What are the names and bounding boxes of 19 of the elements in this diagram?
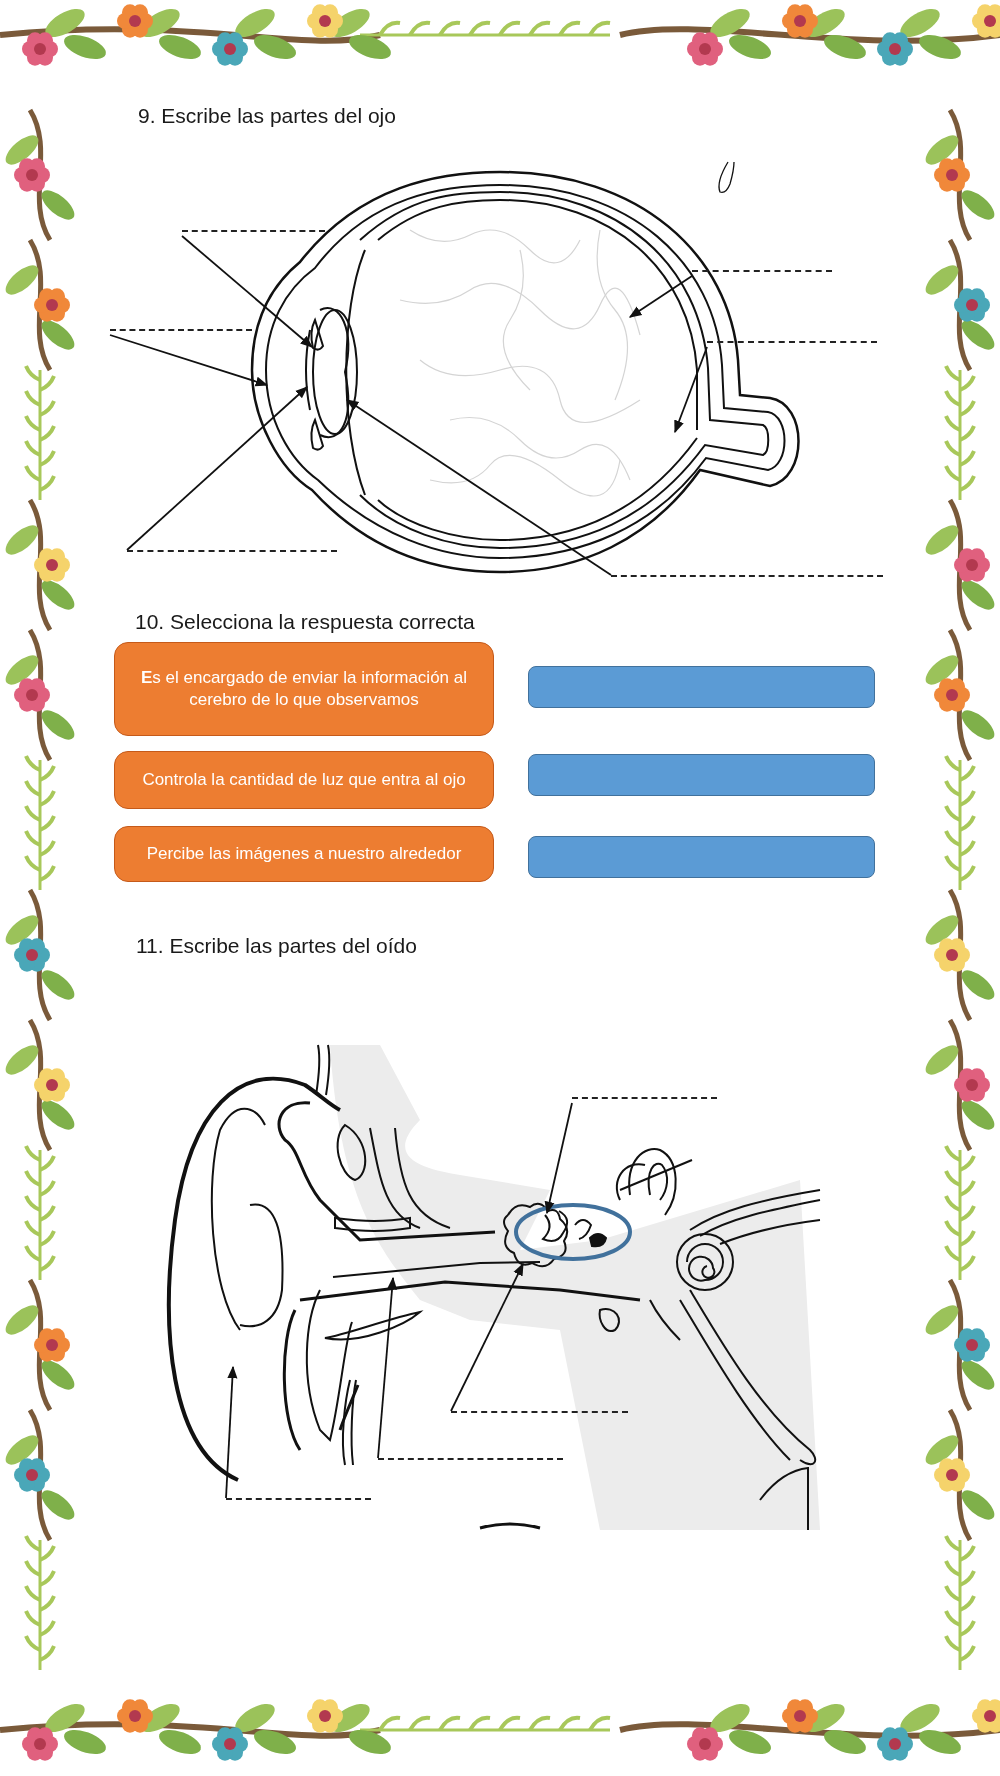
leader-arrow — [544, 1102, 573, 1215]
answer-box — [528, 836, 875, 878]
answer-box — [528, 754, 875, 796]
leader-arrow — [450, 1262, 524, 1412]
statement-card: Controla la cantidad de luz que entra al ojo — [114, 751, 494, 809]
leader-arrow — [377, 1276, 398, 1459]
leader-arrow — [181, 235, 313, 348]
section-heading: 9. Escribe las partes del ojo — [138, 103, 396, 129]
leader-arrow — [126, 386, 308, 551]
section-heading: 11. Escribe las partes del oído — [136, 933, 417, 959]
section-heading: 10. Selecciona la respuesta correcta — [135, 609, 475, 635]
answer-box — [528, 666, 875, 708]
statement-card: Es el encargado de enviar la información al cerebro de lo que observamos — [114, 642, 494, 736]
leader-arrow — [628, 275, 693, 318]
leader-arrow — [109, 334, 269, 387]
leader-arrow — [345, 399, 612, 576]
leader-arrow — [225, 1365, 238, 1499]
leader-arrow — [674, 346, 708, 434]
statement-card: Percibe las imágenes a nuestro alrededor — [114, 826, 494, 882]
